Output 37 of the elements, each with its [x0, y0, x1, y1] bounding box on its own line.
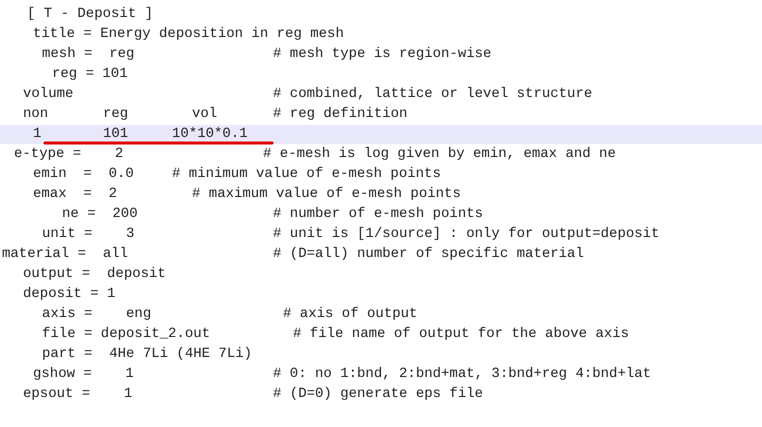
code-text: axis = eng [42, 306, 152, 322]
code-text: mesh = reg [42, 46, 134, 62]
code-text: epsout = 1 [23, 386, 132, 402]
code-text: deposit = 1 [23, 286, 116, 302]
code-text: e-type = 2 [14, 146, 124, 162]
code-comment: # maximum value of e-mesh points [192, 186, 461, 202]
code-comment: # reg definition [273, 106, 408, 122]
code-text: reg = 101 [52, 66, 128, 82]
code-text: file = deposit_2.out [42, 326, 210, 342]
code-comment: # minimum value of e-mesh points [172, 166, 441, 182]
code-text: reg [103, 106, 128, 122]
code-comment: # mesh type is region-wise [273, 46, 492, 62]
code-text: title = Energy deposition in reg mesh [33, 26, 344, 42]
code-comment: # unit is [1/source] : only for output=deposit [273, 226, 660, 242]
code-text: 101 [103, 126, 128, 142]
code-text: emax = 2 [33, 186, 118, 202]
code-text: ne = 200 [62, 206, 138, 222]
code-text: emin = 0.0 [33, 166, 134, 182]
code-comment: # number of e-mesh points [273, 206, 484, 222]
code-text: output = deposit [23, 266, 166, 282]
code-comment: # 0: no 1:bnd, 2:bnd+mat, 3:bnd+reg 4:bnd+lat [273, 366, 652, 382]
code-text: part = 4He 7Li (4HE 7Li) [42, 346, 252, 362]
code-text: [ T - Deposit ] [27, 6, 154, 22]
code-text: vol [192, 106, 218, 122]
code-comment: # (D=0) generate eps file [273, 386, 484, 402]
code-text: 10*10*0.1 [172, 126, 248, 142]
code-comment: # axis of output [283, 306, 418, 322]
code-comment: # e-mesh is log given by emin, emax and ne [263, 146, 616, 162]
code-text: material = all [2, 246, 128, 262]
code-text: gshow = 1 [33, 366, 134, 382]
code-text: unit = 3 [42, 226, 134, 242]
code-comment: # (D=all) number of specific material [273, 246, 584, 262]
code-text: volume [23, 86, 74, 102]
code-text: 1 [33, 126, 42, 142]
code-text: non [23, 106, 48, 122]
code-comment: # file name of output for the above axis [293, 326, 630, 342]
code-comment: # combined, lattice or level structure [273, 86, 592, 102]
